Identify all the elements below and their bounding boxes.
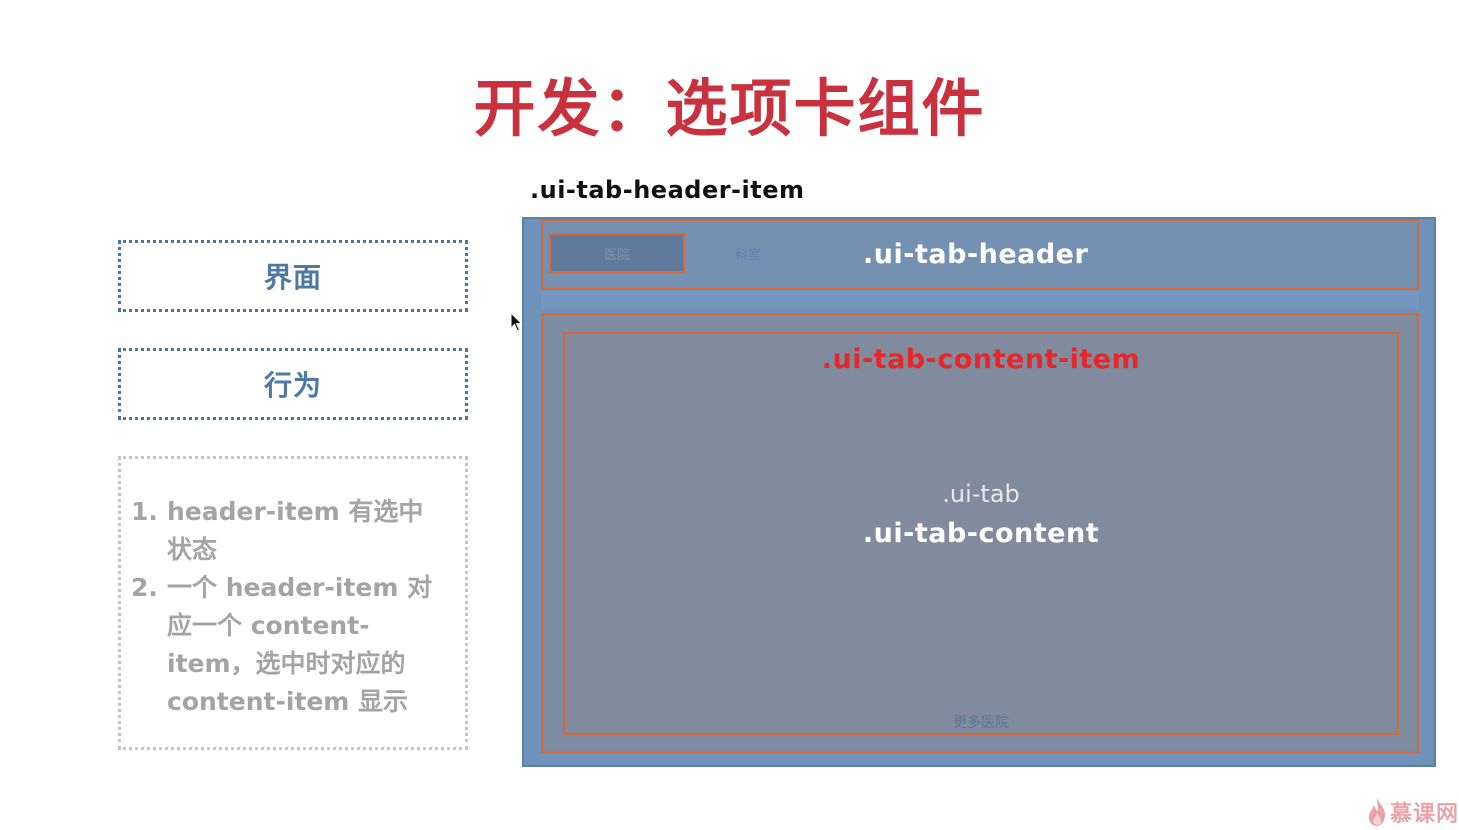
ui-tab-content-label: .ui-tab-content	[862, 518, 1100, 549]
list-item-text: header-item 有选中状态	[167, 497, 424, 564]
list-item-number: 1.	[131, 497, 158, 526]
notes-box: 1. header-item 有选中状态 2. 一个 header-item 对…	[118, 456, 468, 750]
ui-tab-label: .ui-tab	[942, 480, 1020, 508]
ui-concept-box: 界面	[118, 240, 468, 312]
tab-hospital[interactable]: 医院	[549, 233, 685, 273]
list-item-text: 一个 header-item 对应一个 content-item，选中时对应的 …	[167, 573, 433, 716]
header-strip	[541, 291, 1419, 309]
list-item: 1. header-item 有选中状态	[131, 493, 447, 569]
header-item-caption: .ui-tab-header-item	[530, 176, 805, 204]
ui-tab-content-item: .ui-tab-content-item .ui-tab .ui-tab-con…	[563, 332, 1399, 735]
watermark-text: 慕课网	[1390, 802, 1459, 827]
more-hospitals-link[interactable]: 更多医院	[953, 715, 1009, 731]
mouse-cursor-icon	[510, 312, 523, 332]
behavior-concept-box: 行为	[118, 348, 468, 420]
content-item-label: .ui-tab-content-item	[821, 344, 1141, 375]
ui-tab-diagram: 医院 科室 .ui-tab-header .ui-tab-content-ite…	[522, 217, 1436, 767]
tab-hospital-label: 医院	[603, 247, 630, 263]
ui-tab-header: 医院 科室 .ui-tab-header	[541, 219, 1419, 290]
behavior-concept-label: 行为	[263, 369, 322, 402]
tab-department-label: 科室	[734, 247, 761, 263]
watermark: 慕课网	[1366, 796, 1459, 828]
list-item: 2. 一个 header-item 对应一个 content-item，选中时对…	[131, 569, 447, 721]
notes-list: 1. header-item 有选中状态 2. 一个 header-item 对…	[131, 493, 447, 721]
list-item-number: 2.	[131, 573, 158, 602]
ui-tab-content: .ui-tab-content-item .ui-tab .ui-tab-con…	[541, 313, 1419, 753]
slide-title: 开发：选项卡组件	[473, 72, 986, 145]
ui-tab-header-label: .ui-tab-header	[863, 239, 1089, 270]
flame-icon	[1369, 798, 1385, 826]
tab-department[interactable]: 科室	[713, 233, 783, 273]
ui-concept-label: 界面	[263, 261, 322, 294]
